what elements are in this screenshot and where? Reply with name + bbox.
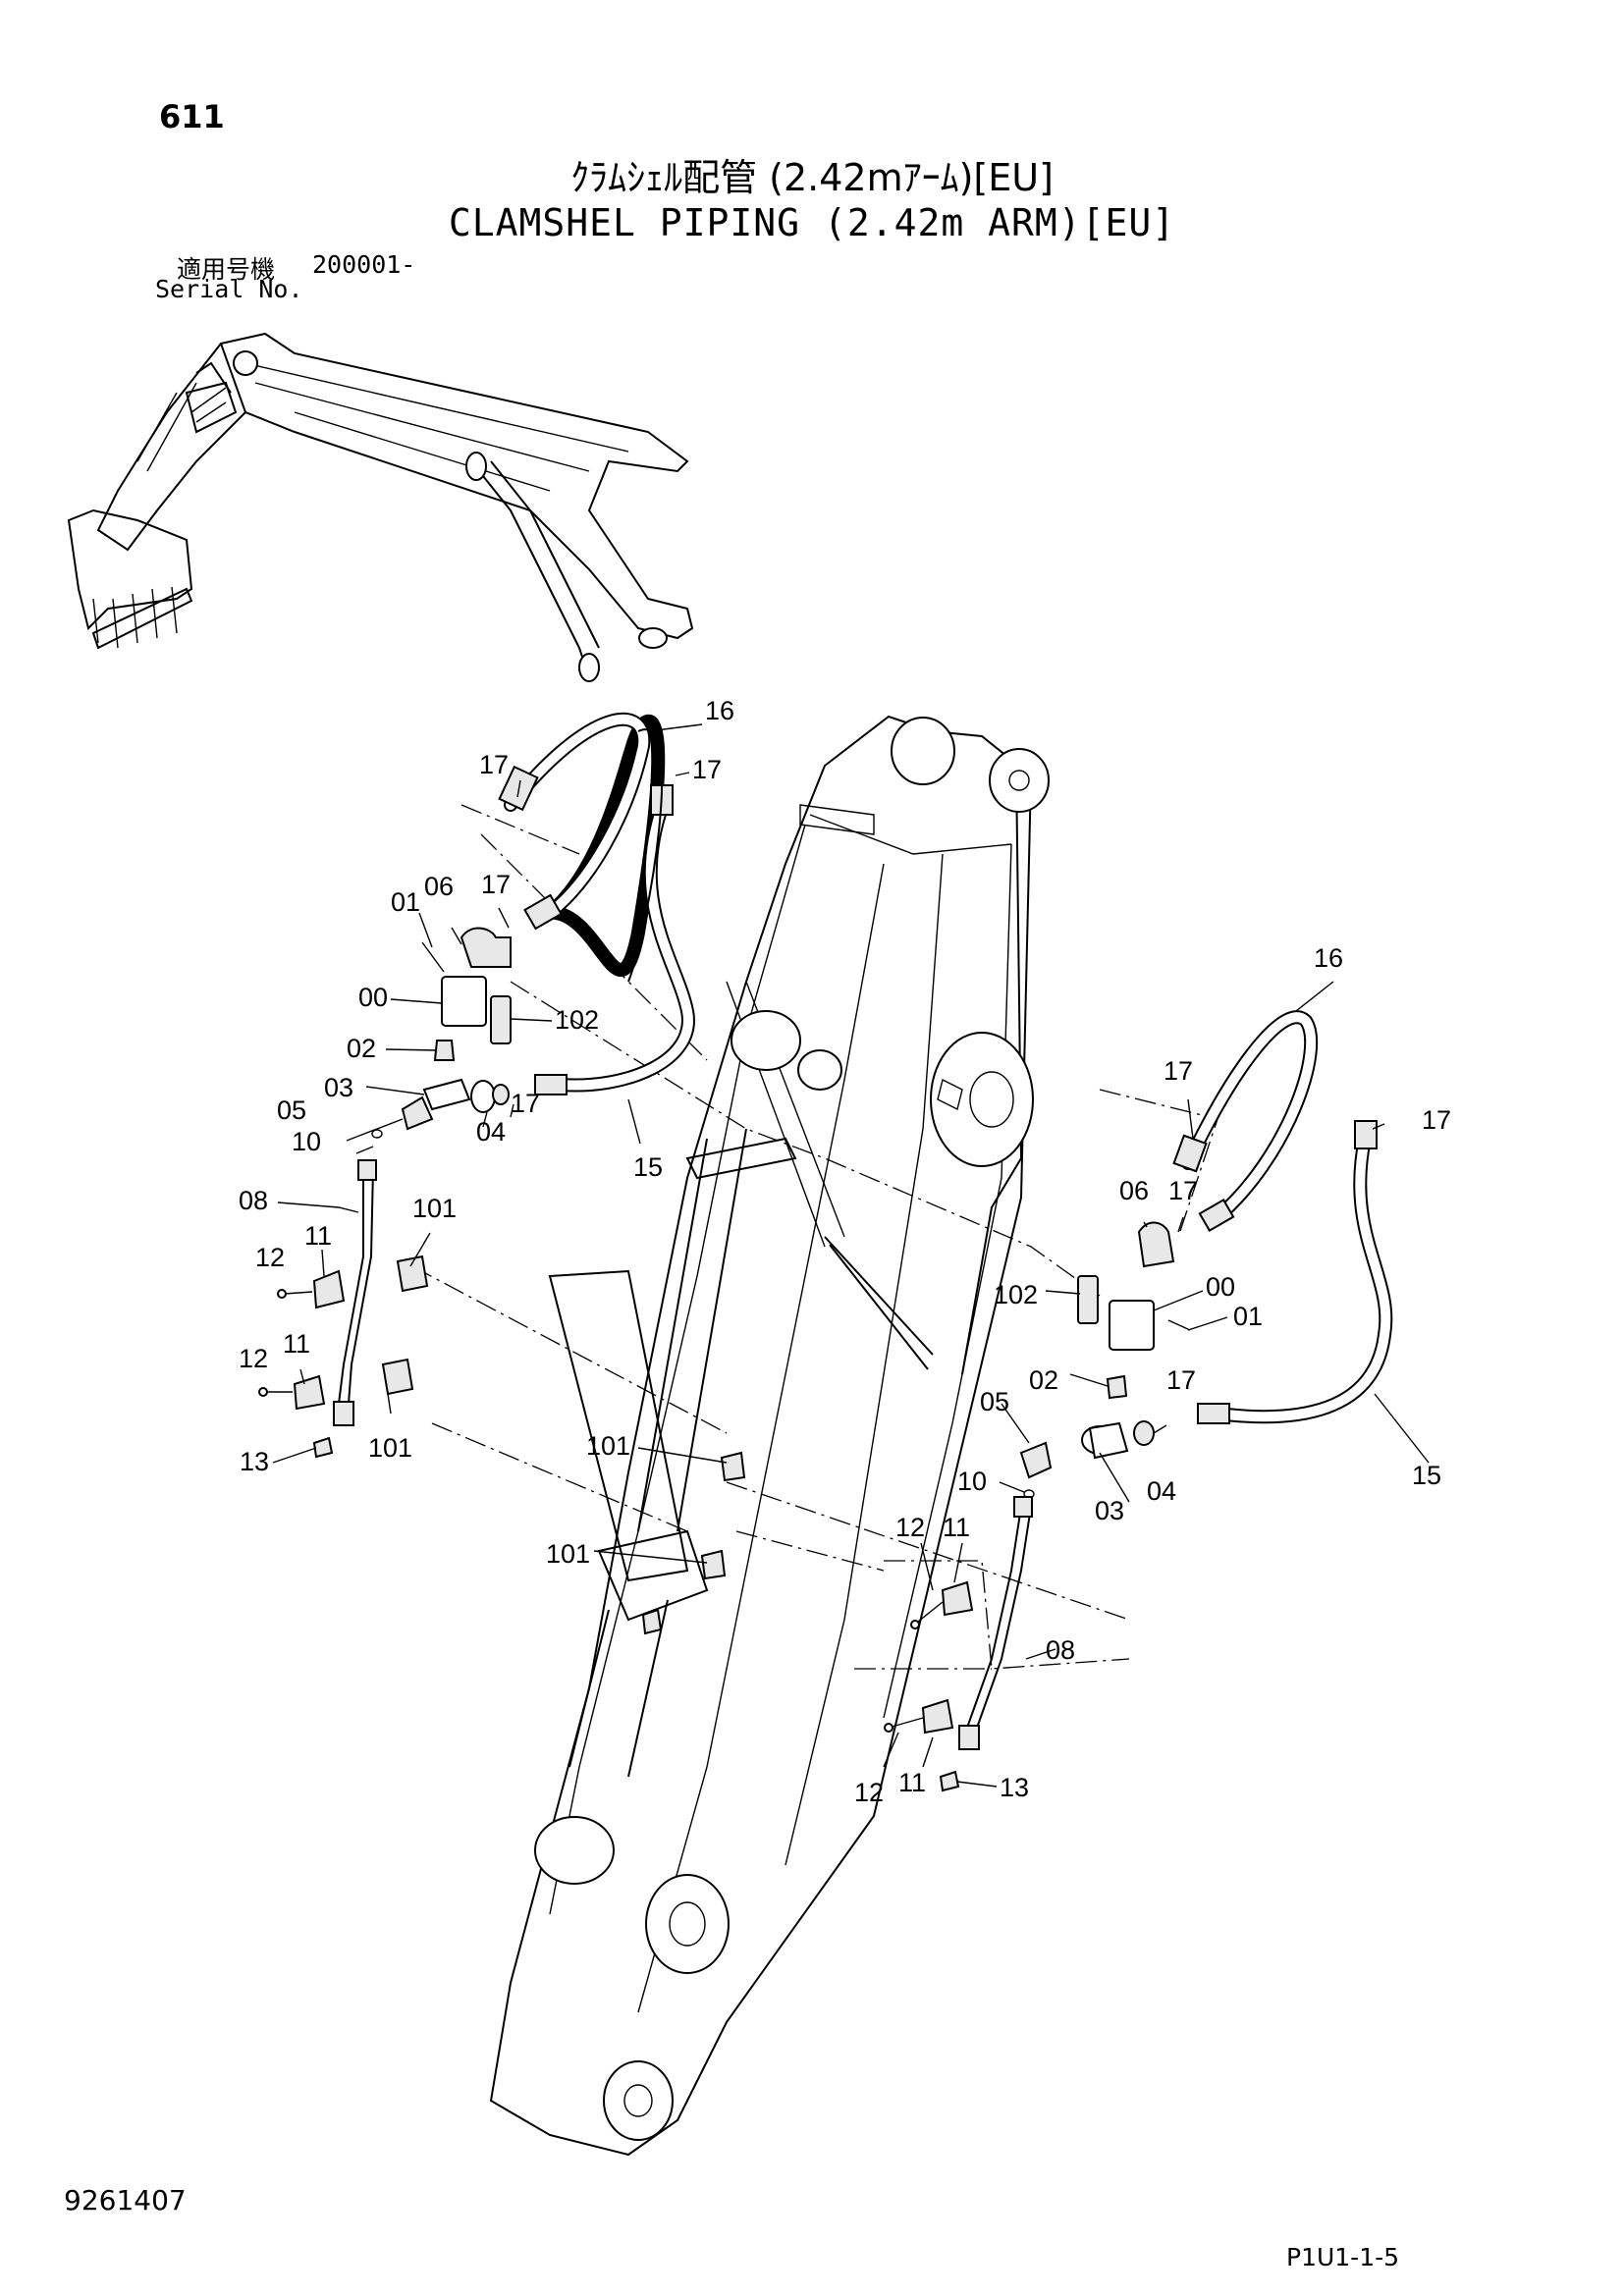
callout-00-right: 00 [1206,1272,1235,1302]
callout-17-right-c: 17 [1168,1176,1198,1205]
page-number: 611 [159,98,225,135]
serial-label-english: Serial No. [155,275,303,303]
callout-06-right: 06 [1119,1176,1149,1205]
right-hose-assembly [884,1010,1393,1792]
callout-12-right-a: 12 [895,1513,925,1542]
callout-17-right-d: 17 [1166,1365,1196,1395]
callout-12-left-b: 12 [239,1344,268,1373]
serial-value: 200001- [312,250,416,279]
title-japanese: ｸﾗﾑｼｪﾙ配管 (2.42mｱｰﾑ)[EU] [570,156,1054,199]
callout-101-left-b: 101 [368,1433,412,1463]
callout-101-left-c: 101 [586,1431,630,1461]
callout-11-right-b: 11 [898,1768,926,1797]
callout-13-left: 13 [240,1447,269,1476]
callout-17-right-b: 17 [1422,1105,1451,1135]
callout-12-left-a: 12 [255,1243,285,1272]
callout-12-right-b: 12 [854,1778,884,1807]
arm-structure [489,715,1050,2157]
callout-17-left-c: 17 [481,870,511,899]
callout-102-left: 102 [555,1005,599,1035]
callout-11-right-a: 11 [943,1513,970,1542]
serial-label-japanese: 適用号機 [177,255,276,284]
callout-17-left-b: 17 [692,755,722,784]
left-hose-assembly [258,712,746,1635]
callout-03-left: 03 [324,1073,353,1102]
callout-11-left-a: 11 [304,1221,332,1251]
assembly-leader-lines [411,804,1218,1670]
callout-16-left: 16 [705,696,734,725]
callout-05-right: 05 [980,1387,1009,1416]
callout-03-right: 03 [1095,1496,1124,1525]
left-callouts: 16 17 17 17 01 06 00 102 02 03 05 10 04 … [239,696,734,1569]
callout-15-left: 15 [633,1152,663,1182]
callout-16-right: 16 [1314,943,1343,973]
callout-02-left: 02 [347,1034,376,1063]
callout-17-right-a: 17 [1164,1056,1193,1086]
callout-11-left-b: 11 [283,1329,310,1359]
callout-04-right: 04 [1147,1476,1176,1506]
callout-17-left-d: 17 [511,1089,540,1118]
callout-08-right: 08 [1046,1635,1075,1665]
callout-00-left: 00 [358,983,388,1012]
callout-10-right: 10 [957,1467,987,1496]
callout-04-left: 04 [476,1117,506,1147]
callout-08-left: 08 [239,1186,268,1215]
callout-17-left-a: 17 [479,750,509,779]
callout-101-left-d: 101 [546,1539,590,1569]
page-reference: P1U1-1-5 [1286,2243,1400,2271]
callout-06-left: 06 [424,872,454,901]
callout-01-right: 01 [1233,1302,1263,1331]
callout-102-right: 102 [994,1280,1038,1309]
callout-101-left-a: 101 [412,1194,457,1223]
callout-02-right: 02 [1029,1365,1058,1395]
callout-10-left: 10 [292,1127,321,1156]
excavator-overview-illustration [67,332,694,682]
document-number: 9261407 [64,2184,187,2216]
callout-05-left: 05 [277,1095,306,1125]
title-english: CLAMSHEL PIPING (2.42m ARM)[EU] [448,201,1176,244]
callout-leaders [272,723,1430,1788]
callout-13-right: 13 [1000,1773,1029,1802]
callout-01-left: 01 [391,887,420,917]
callout-15-right: 15 [1412,1461,1441,1490]
right-callouts: 16 17 17 17 06 102 00 01 02 17 05 04 03 … [854,943,1451,1807]
